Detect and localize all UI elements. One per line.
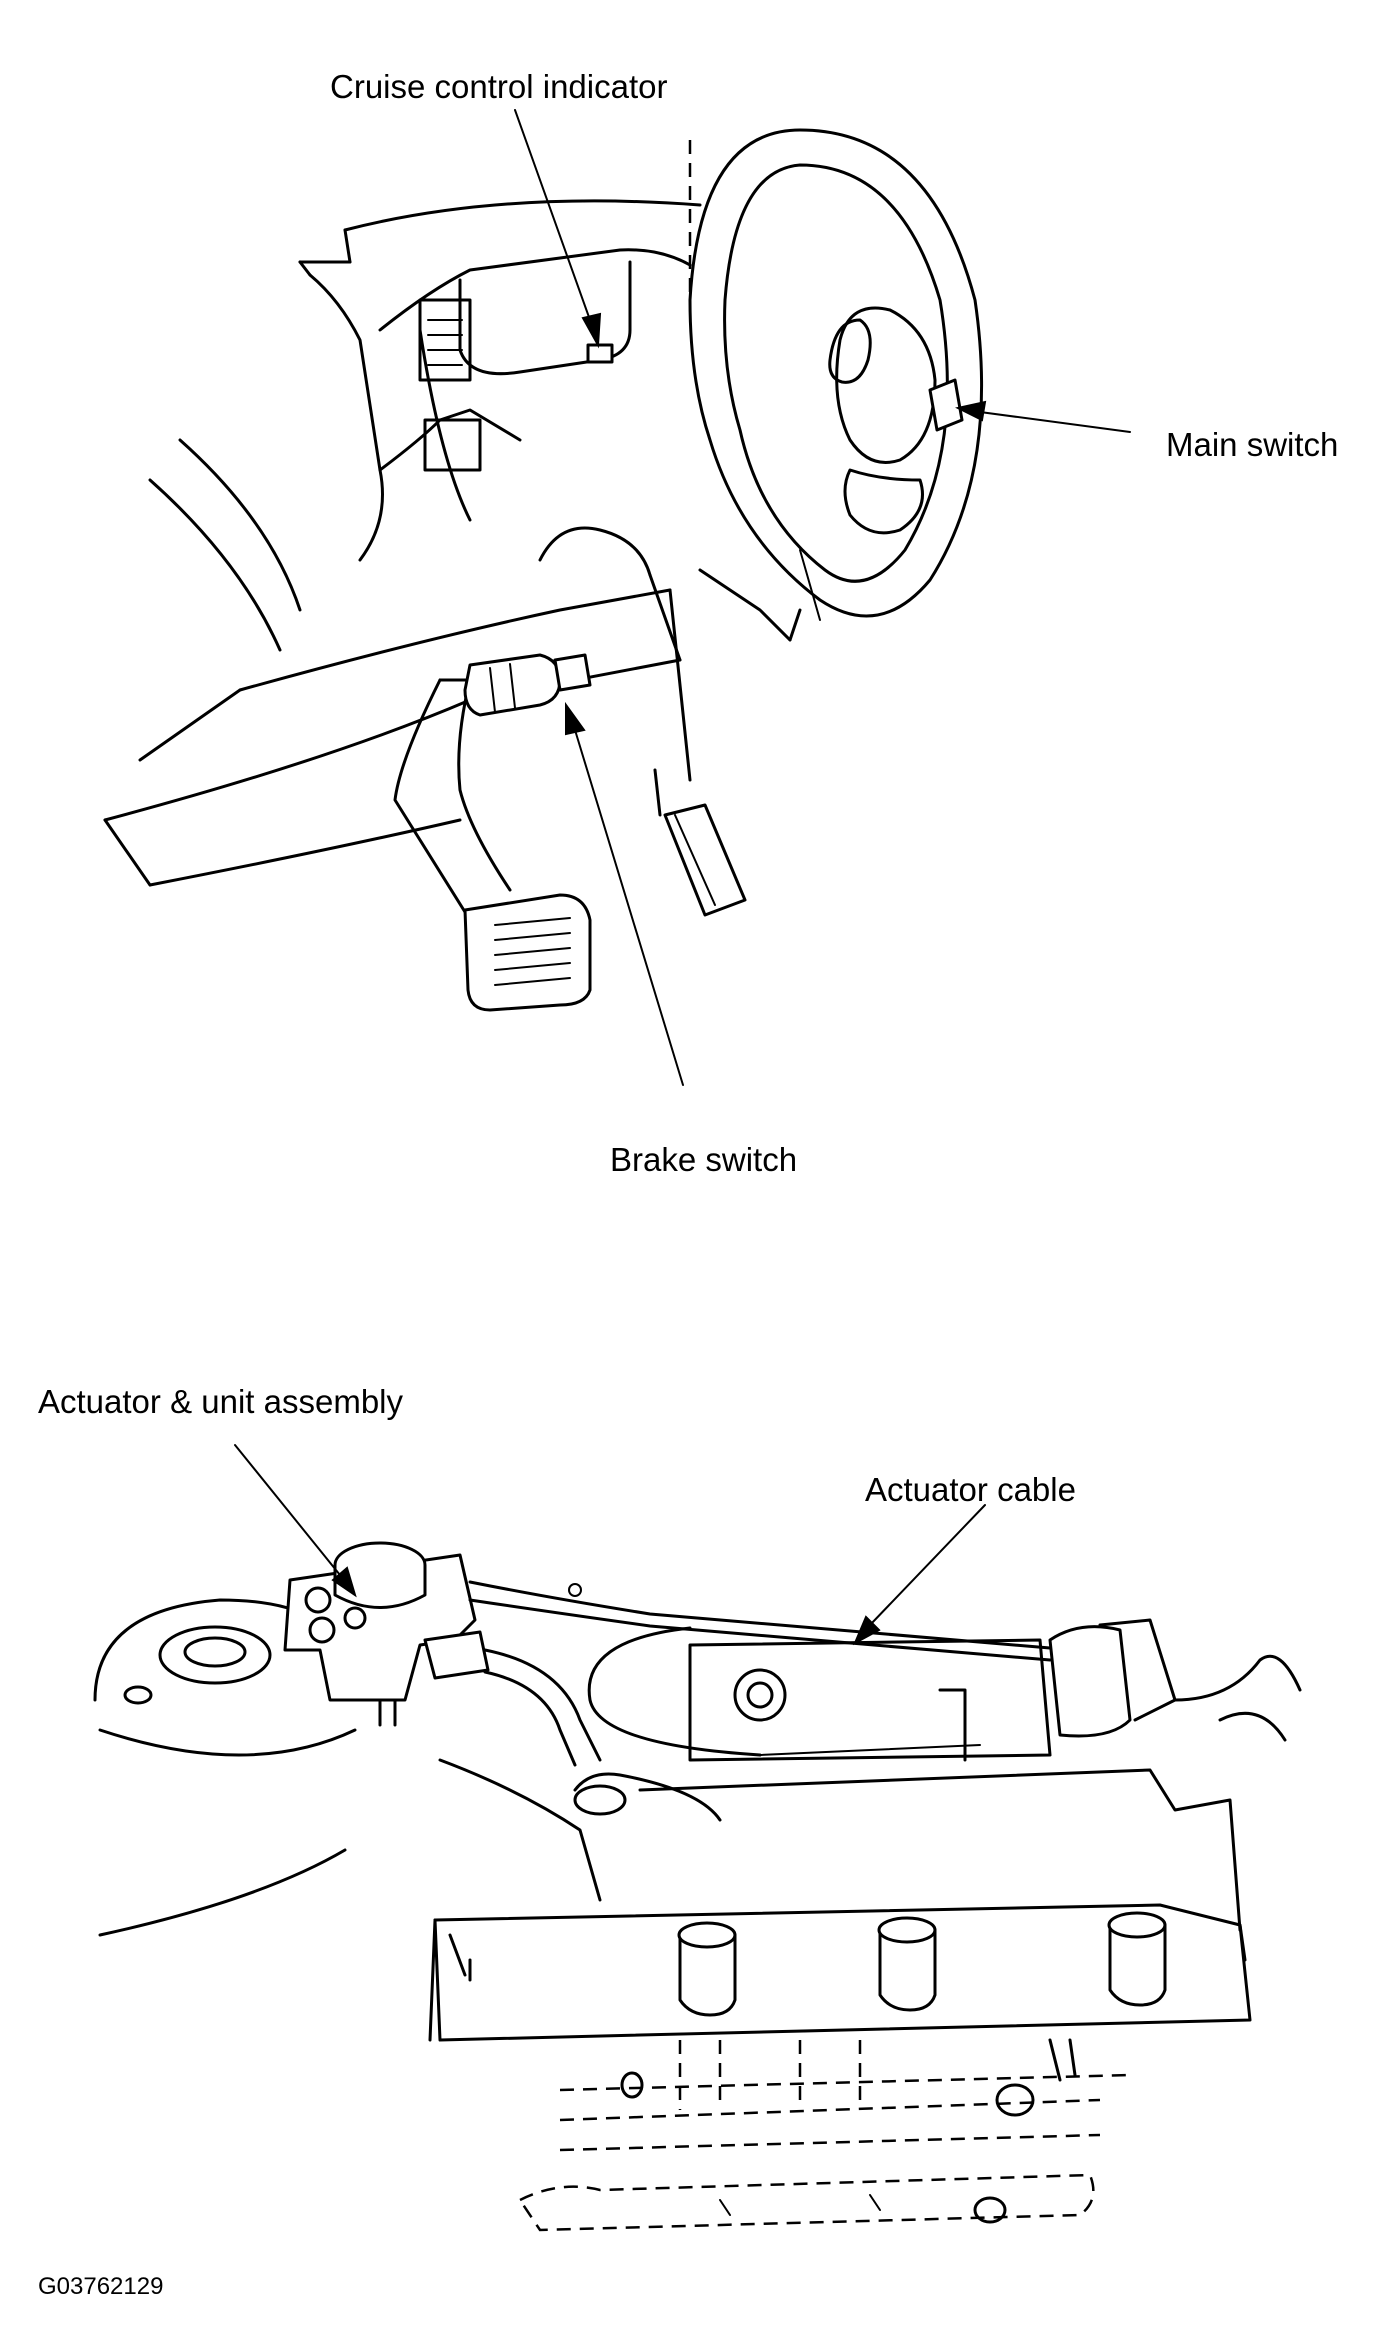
callout-arrows-bottom <box>234 1444 986 1646</box>
cruise-indicator-label: Cruise control indicator <box>330 68 668 105</box>
actuator-assembly <box>283 1541 490 1727</box>
figure-code: G03762129 <box>38 2273 164 2300</box>
main-switch-label: Main switch <box>1166 426 1339 463</box>
accelerator-pedal <box>653 768 747 917</box>
main-switch-marker <box>928 378 964 432</box>
cruise-indicator-marker <box>586 343 614 364</box>
brake-switch-label: Brake switch <box>610 1141 798 1178</box>
actuator-cable <box>468 1580 1052 1757</box>
actuator-cable-label: Actuator cable <box>865 1471 1076 1508</box>
callout-arrows-top <box>514 109 1131 1086</box>
intake-manifold <box>428 1903 1252 2042</box>
steering-wheel <box>688 128 984 618</box>
brake-pedal <box>393 653 592 1012</box>
air-vent <box>418 298 472 382</box>
actuator-assembly-label: Actuator & unit assembly <box>38 1383 403 1420</box>
engine-bay-illustration <box>93 1444 1302 2232</box>
dashboard-illustration <box>103 109 1131 1086</box>
